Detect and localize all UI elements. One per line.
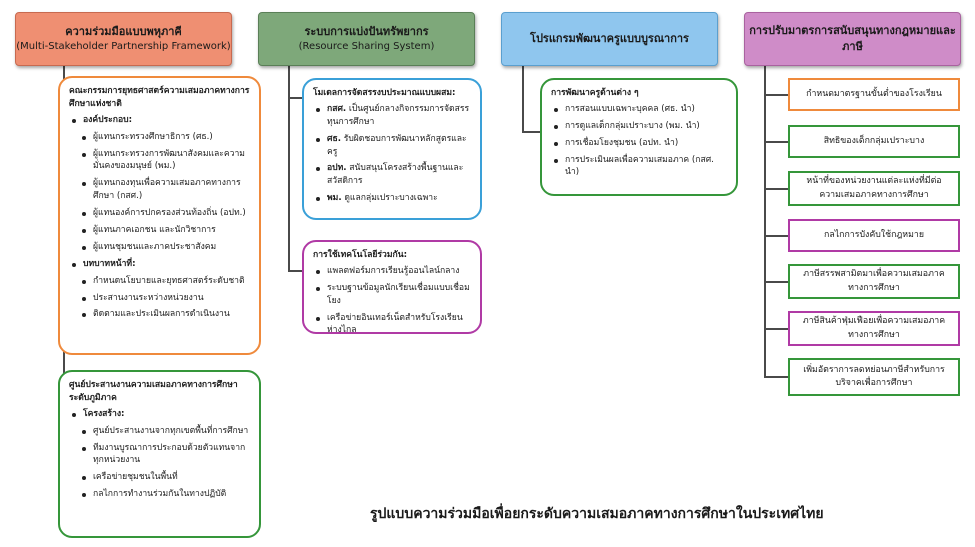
list-item: กสศ. เป็นศูนย์กลางกิจกรรมการจัดสรรทุนการ… <box>313 103 471 129</box>
header-teacher-development: โปรแกรมพัฒนาครูแบบบูรณาการ <box>501 12 718 66</box>
list-item: การดูแลเด็กกลุ่มเปราะบาง (พม. นำ) <box>551 120 727 133</box>
header-legal-tax-title: การปรับมาตรการสนับสนุนทางกฎหมายและภาษี <box>749 24 956 53</box>
list-item: ผู้แทนองค์การปกครองส่วนท้องถิ่น (อปท.) <box>79 207 250 220</box>
tax-measure-box: เพิ่มอัตราการลดหย่อนภาษีสำหรับการบริจาคเ… <box>788 358 960 396</box>
legal-measure-text: กำหนดมาตรฐานขั้นต่ำของโรงเรียน <box>806 88 942 99</box>
tax-measure-text: เพิ่มอัตราการลดหย่อนภาษีสำหรับการบริจาคเ… <box>803 364 945 388</box>
national-committee-box: คณะกรรมการยุทธศาสตร์ความเสมอภาคทางการศึก… <box>58 76 261 355</box>
connector-col4-box7 <box>764 376 788 378</box>
legal-measure-text: สิทธิของเด็กกลุ่มเปราะบาง <box>823 135 925 146</box>
connector-col4-box1 <box>764 94 788 96</box>
roles-label: บทบาทหน้าที่: <box>83 258 136 269</box>
diagram-caption: รูปแบบความร่วมมือเพื่อยกระดับความเสมอภาค… <box>370 506 824 522</box>
list-item: การประเมินผลเพื่อความเสมอภาค (กสศ. นำ) <box>551 154 727 180</box>
tax-measure-box: ภาษีสรรพสามิตมาเพื่อความเสมอภาคทางการศึก… <box>788 264 960 299</box>
composition-heading: องค์ประกอบ: <box>69 114 250 127</box>
list-item: การสอนแบบเฉพาะบุคคล (ศธ. นำ) <box>551 103 727 116</box>
connector-col2-box1 <box>288 97 303 99</box>
list-item: ประสานงานระหว่างหน่วยงาน <box>79 292 250 305</box>
agency-role: ดูแลกลุ่มเปราะบางเฉพาะ <box>341 193 438 204</box>
national-committee-title: คณะกรรมการยุทธศาสตร์ความเสมอภาคทางการศึก… <box>69 86 250 109</box>
technology-title: การใช้เทคโนโลยีร่วมกัน: <box>313 250 408 260</box>
list-item: ระบบฐานข้อมูลนักเรียนเชื่อมแบบเชื่อมโยง <box>313 282 471 308</box>
list-item: พม. ดูแลกลุ่มเปราะบางเฉพาะ <box>313 192 471 205</box>
agency-role: สนับสนุนโครงสร้างพื้นฐานและสวัสดิการ <box>327 163 464 187</box>
teacher-development-title: การพัฒนาครูด้านต่าง ๆ <box>551 88 639 98</box>
tax-measure-box: ภาษีสินค้าฟุ่มเฟือยเพื่อความเสมอภาคทางกา… <box>788 311 960 346</box>
list-item: ติดตามและประเมินผลการดำเนินงาน <box>79 308 250 321</box>
header-resource-sharing-subtitle: (Resource Sharing System) <box>298 40 435 52</box>
connector-col4-box5 <box>764 281 788 283</box>
connector-col4-box6 <box>764 328 788 330</box>
header-multi-stakeholder-subtitle: (Multi-Stakeholder Partnership Framework… <box>16 40 231 52</box>
header-teacher-development-title: โปรแกรมพัฒนาครูแบบบูรณาการ <box>530 32 689 46</box>
list-item: ทีมงานบูรณาการประกอบด้วยตัวแทนจากทุกหน่ว… <box>79 442 250 468</box>
structure-heading: โครงสร้าง: <box>69 408 250 421</box>
list-item: ผู้แทนชุมชนและภาคประชาสังคม <box>79 241 250 254</box>
connector-col4-box4 <box>764 235 788 237</box>
connector-col2-box2 <box>288 270 303 272</box>
header-resource-sharing-title: ระบบการแบ่งปันทรัพยากร <box>304 24 429 38</box>
legal-measure-text: กลไกการบังคับใช้กฎหมาย <box>824 229 924 240</box>
tax-measure-text: ภาษีสินค้าฟุ่มเฟือยเพื่อความเสมอภาคทางกา… <box>802 316 946 340</box>
agency-label: พม. <box>327 193 342 204</box>
list-item: ผู้แทนกระทรวงการพัฒนาสังคมและความมั่นคงข… <box>79 148 250 174</box>
connector-col3-box1 <box>522 131 540 133</box>
teacher-development-box: การพัฒนาครูด้านต่าง ๆ การสอนแบบเฉพาะบุคค… <box>540 78 738 196</box>
agency-role: เป็นศูนย์กลางกิจกรรมการจัดสรรทุนการศึกษา <box>327 103 470 127</box>
budget-model-title: โมเดลการจัดสรรงบประมาณแบบผสม: <box>313 88 456 98</box>
list-item: ผู้แทนกองทุนเพื่อความเสมอภาคทางการศึกษา … <box>79 177 250 203</box>
agency-role: รับผิดชอบการพัฒนาหลักสูตรและครู <box>327 133 467 157</box>
list-item: ผู้แทนภาคเอกชน และนักวิชาการ <box>79 224 250 237</box>
header-legal-tax: การปรับมาตรการสนับสนุนทางกฎหมายและภาษี <box>744 12 961 66</box>
agency-label: กสศ. <box>327 103 347 114</box>
connector-col4-box3 <box>764 188 788 190</box>
list-item: อปท. สนับสนุนโครงสร้างพื้นฐานและสวัสดิกา… <box>313 162 471 188</box>
composition-label: องค์ประกอบ: <box>83 114 133 125</box>
list-item: กลไกการทำงานร่วมกันในทางปฏิบัติ <box>79 488 250 501</box>
legal-measure-box: สิทธิของเด็กกลุ่มเปราะบาง <box>788 125 960 158</box>
list-item: กำหนดนโยบายและยุทธศาสตร์ระดับชาติ <box>79 275 250 288</box>
legal-measure-text: หน้าที่ของหน่วยงานแต่ละแห่งที่มีต่อความเ… <box>806 176 942 200</box>
list-item: ผู้แทนกระทรวงศึกษาธิการ (ศธ.) <box>79 131 250 144</box>
technology-box: การใช้เทคโนโลยีร่วมกัน: แพลตฟอร์มการเรีย… <box>302 240 482 335</box>
list-item: แพลตฟอร์มการเรียนรู้ออนไลน์กลาง <box>313 265 471 278</box>
list-item: เครือข่ายชุมชนในพื้นที่ <box>79 471 250 484</box>
agency-label: อปท. <box>327 163 347 174</box>
legal-measure-box: กำหนดมาตรฐานขั้นต่ำของโรงเรียน <box>788 78 960 111</box>
agency-label: ศธ. <box>327 133 341 144</box>
header-resource-sharing: ระบบการแบ่งปันทรัพยากร (Resource Sharing… <box>258 12 475 66</box>
connector-col4-trunk <box>764 66 766 378</box>
connector-col3-trunk <box>522 66 524 132</box>
regional-center-box: ศูนย์ประสานงานความเสมอภาคทางการศึกษาระดั… <box>58 370 261 538</box>
connector-col4-box2 <box>764 141 788 143</box>
header-multi-stakeholder: ความร่วมมือแบบพหุภาคี (Multi-Stakeholder… <box>15 12 232 66</box>
list-item: การเชื่อมโยงชุมชน (อปท. นำ) <box>551 137 727 150</box>
list-item: ศูนย์ประสานงานจากทุกเขตพื้นที่การศึกษา <box>79 425 250 438</box>
tax-measure-text: ภาษีสรรพสามิตมาเพื่อความเสมอภาคทางการศึก… <box>803 269 945 293</box>
connector-col2-trunk <box>288 66 290 271</box>
structure-label: โครงสร้าง: <box>83 408 125 419</box>
budget-model-box: โมเดลการจัดสรรงบประมาณแบบผสม: กสศ. เป็นศ… <box>302 78 482 220</box>
header-multi-stakeholder-title: ความร่วมมือแบบพหุภาคี <box>65 24 182 38</box>
legal-measure-box: กลไกการบังคับใช้กฎหมาย <box>788 219 960 252</box>
legal-measure-box: หน้าที่ของหน่วยงานแต่ละแห่งที่มีต่อความเ… <box>788 171 960 206</box>
roles-heading: บทบาทหน้าที่: <box>69 258 250 271</box>
list-item: เครือข่ายอินเทอร์เน็ตสำหรับโรงเรียนห่างไ… <box>313 312 471 338</box>
list-item: ศธ. รับผิดชอบการพัฒนาหลักสูตรและครู <box>313 133 471 159</box>
regional-center-title: ศูนย์ประสานงานความเสมอภาคทางการศึกษาระดั… <box>69 380 238 403</box>
